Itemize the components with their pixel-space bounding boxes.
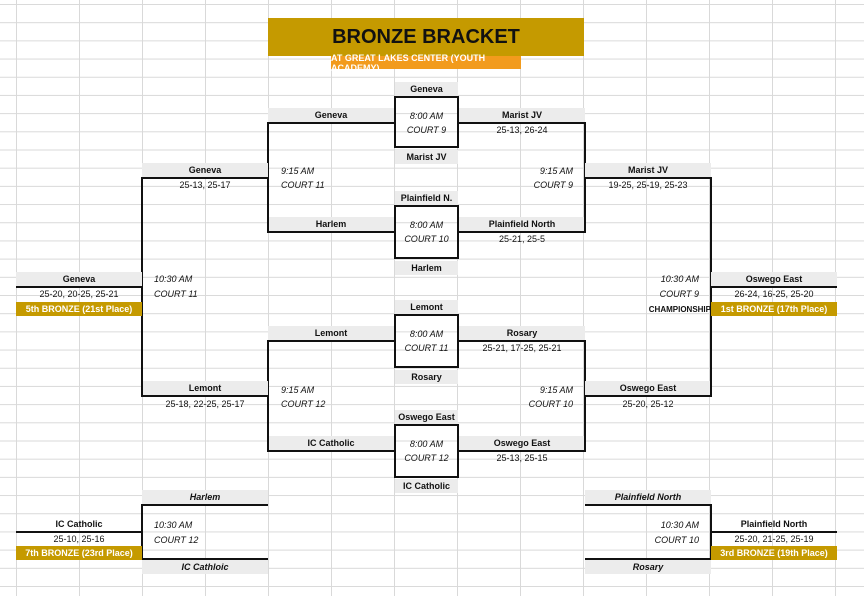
consolation-right-place: 3rd BRONZE (19th Place) — [711, 546, 837, 560]
consolation-left-court: COURT 12 — [154, 535, 199, 545]
match-d-right-score: 25-13, 25-15 — [496, 453, 548, 463]
match-c-right-score: 25-21, 17-25, 25-21 — [482, 343, 562, 353]
final-right-time: 10:30 AM — [660, 274, 699, 284]
match-a-right-team[interactable]: Marist JV — [459, 108, 585, 122]
bracket-line — [585, 504, 711, 506]
round2-right-lower-court: COURT 10 — [528, 399, 573, 409]
final-right-team[interactable]: Oswego East — [711, 272, 837, 286]
final-right-score: 26-24, 16-25, 25-20 — [734, 289, 814, 299]
page-title: BRONZE BRACKET — [268, 18, 584, 56]
bracket-line — [141, 504, 143, 560]
final-right-court: COURT 9 — [659, 289, 699, 299]
match-b-time: 8:00 AM — [409, 220, 444, 230]
consolation-left-top-team[interactable]: Harlem — [142, 490, 268, 504]
consolation-left-bottom-team[interactable]: IC Cathloic — [142, 560, 268, 574]
consolation-left-winner[interactable]: IC Catholic — [55, 519, 103, 529]
bracket-line — [268, 340, 394, 342]
match-c-bottom-team[interactable]: Rosary — [395, 370, 458, 384]
round2-left-lower-court: COURT 12 — [281, 399, 326, 409]
match-b-left-team[interactable]: Harlem — [268, 217, 394, 231]
match-d-time: 8:00 AM — [409, 439, 444, 449]
consolation-left-time: 10:30 AM — [154, 520, 193, 530]
match-b-court: COURT 10 — [404, 234, 449, 244]
bracket-line — [585, 395, 711, 397]
bracket-line — [267, 122, 269, 233]
match-b-box — [394, 205, 459, 259]
round2-left-lower-time: 9:15 AM — [281, 385, 315, 395]
round2-right-lower-time: 9:15 AM — [539, 385, 573, 395]
bracket-line — [142, 395, 268, 397]
bracket-line — [268, 122, 394, 124]
bracket-line — [711, 286, 837, 288]
bracket-line — [585, 558, 711, 560]
match-a-right-score: 25-13, 26-24 — [496, 125, 548, 135]
consolation-left-score: 25-10, 25-16 — [53, 534, 105, 544]
match-b-top-team[interactable]: Plainfield N. — [395, 191, 458, 205]
consolation-right-bottom-team[interactable]: Rosary — [585, 560, 711, 574]
match-c-court: COURT 11 — [404, 343, 449, 353]
match-c-right-team[interactable]: Rosary — [459, 326, 585, 340]
match-b-bottom-team[interactable]: Harlem — [395, 261, 458, 275]
match-a-bottom-team[interactable]: Marist JV — [395, 150, 458, 164]
bracket-line — [585, 177, 711, 179]
bracket-line — [142, 177, 268, 179]
match-d-right-team[interactable]: Oswego East — [459, 436, 585, 450]
bracket-line — [459, 340, 585, 342]
round2-left-lower-team[interactable]: Lemont — [142, 381, 268, 395]
round2-right-lower-team[interactable]: Oswego East — [585, 381, 711, 395]
bracket-line — [267, 340, 269, 452]
final-left-court: COURT 11 — [154, 289, 198, 299]
round2-right-upper-team[interactable]: Marist JV — [585, 163, 711, 177]
match-d-left-team[interactable]: IC Catholic — [268, 436, 394, 450]
bracket-line — [142, 558, 268, 560]
round2-right-upper-time: 9:15 AM — [539, 166, 573, 176]
match-c-left-team[interactable]: Lemont — [268, 326, 394, 340]
final-right-place: 1st BRONZE (17th Place) — [711, 302, 837, 316]
bracket-line — [16, 286, 142, 288]
match-a-box — [394, 96, 459, 148]
round2-right-upper-score: 19-25, 25-19, 25-23 — [608, 180, 688, 190]
final-left-time: 10:30 AM — [154, 274, 193, 284]
consolation-right-top-team[interactable]: Plainfield North — [585, 490, 711, 504]
final-left-score: 25-20, 20-25, 25-21 — [39, 289, 119, 299]
championship-label: CHAMPIONSHIP — [648, 304, 711, 314]
bracket-line — [16, 531, 142, 533]
bracket-line — [268, 231, 394, 233]
match-c-box — [394, 314, 459, 368]
match-d-box — [394, 424, 459, 478]
match-a-top-team[interactable]: Geneva — [395, 82, 458, 96]
bracket-line — [459, 122, 585, 124]
round2-left-upper-score: 25-13, 25-17 — [179, 180, 231, 190]
match-d-court: COURT 12 — [404, 453, 449, 463]
match-a-left-team[interactable]: Geneva — [268, 108, 394, 122]
match-d-bottom-team[interactable]: IC Catholic — [395, 479, 458, 493]
final-left-team[interactable]: Geneva — [16, 272, 142, 286]
match-a-time: 8:00 AM — [409, 111, 444, 121]
round2-left-upper-team[interactable]: Geneva — [142, 163, 268, 177]
consolation-right-winner[interactable]: Plainfield North — [740, 519, 808, 529]
round2-left-upper-time: 9:15 AM — [281, 166, 315, 176]
bracket-line — [459, 450, 585, 452]
match-d-top-team[interactable]: Oswego East — [395, 410, 458, 424]
bracket-line — [459, 231, 585, 233]
consolation-right-score: 25-20, 21-25, 25-19 — [734, 534, 814, 544]
consolation-right-court: COURT 10 — [654, 535, 699, 545]
match-a-court: COURT 9 — [406, 125, 447, 135]
round2-right-upper-court: COURT 9 — [533, 180, 573, 190]
match-b-right-team[interactable]: Plainfield North — [459, 217, 585, 231]
match-b-right-score: 25-21, 25-5 — [498, 234, 546, 244]
consolation-left-place: 7th BRONZE (23rd Place) — [16, 546, 142, 560]
bracket-line — [268, 450, 394, 452]
match-c-time: 8:00 AM — [409, 329, 444, 339]
consolation-right-time: 10:30 AM — [660, 520, 699, 530]
bracket-line — [711, 531, 837, 533]
round2-left-upper-court: COURT 11 — [281, 180, 325, 190]
final-left-place: 5th BRONZE (21st Place) — [16, 302, 142, 316]
round2-left-lower-score: 25-18, 22-25, 25-17 — [165, 399, 245, 409]
match-c-top-team[interactable]: Lemont — [395, 300, 458, 314]
page-subtitle: AT GREAT LAKES CENTER (YOUTH ACADEMY) — [331, 53, 521, 73]
round2-right-lower-score: 25-20, 25-12 — [622, 399, 674, 409]
bracket-line — [142, 504, 268, 506]
bracket-line — [141, 177, 143, 397]
